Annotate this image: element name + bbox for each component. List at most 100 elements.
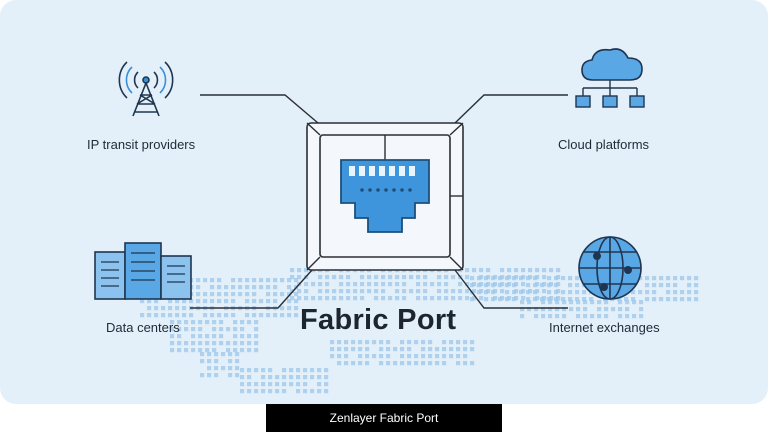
map-dot: [168, 313, 173, 318]
map-dot: [505, 290, 510, 295]
map-dot: [254, 327, 259, 332]
map-dot: [430, 282, 435, 287]
map-dot: [294, 278, 299, 283]
map-dot: [374, 296, 379, 301]
map-dot: [423, 282, 428, 287]
map-dot: [435, 347, 440, 352]
map-dot: [304, 268, 309, 273]
map-dot: [147, 313, 152, 318]
map-dot: [217, 278, 222, 283]
map-dot: [337, 347, 342, 352]
map-dot: [680, 297, 685, 302]
map-dot: [402, 289, 407, 294]
connector-ip-transit: [200, 94, 319, 124]
map-dot: [228, 359, 233, 364]
connector-cloud: [454, 94, 568, 124]
map-dot: [191, 320, 196, 325]
map-dot: [451, 275, 456, 280]
map-dot: [247, 389, 252, 394]
map-dot: [542, 268, 547, 273]
map-dot: [521, 296, 526, 301]
map-dot: [486, 268, 491, 273]
map-dot: [273, 313, 278, 318]
map-dot: [526, 276, 531, 281]
map-dot: [310, 389, 315, 394]
map-dot: [182, 306, 187, 311]
map-dot: [273, 278, 278, 283]
map-dot: [520, 314, 525, 319]
map-dot: [247, 368, 252, 373]
map-dot: [430, 296, 435, 301]
node-label-cloud: Cloud platforms: [558, 137, 650, 152]
map-dot: [324, 368, 329, 373]
map-dot: [673, 276, 678, 281]
map-dot: [294, 313, 299, 318]
map-dot: [358, 361, 363, 366]
map-dot: [294, 292, 299, 297]
map-dot: [465, 282, 470, 287]
map-dot: [245, 285, 250, 290]
map-dot: [631, 297, 636, 302]
map-dot: [458, 289, 463, 294]
map-dot: [252, 292, 257, 297]
antenna-tower-icon: [118, 61, 174, 117]
map-dot: [205, 341, 210, 346]
map-dot: [196, 278, 201, 283]
map-dot: [561, 290, 566, 295]
map-dot: [207, 359, 212, 364]
map-dot: [381, 289, 386, 294]
map-dot: [618, 314, 623, 319]
map-dot: [666, 276, 671, 281]
map-dot: [296, 375, 301, 380]
map-dot: [625, 314, 630, 319]
map-dot: [428, 354, 433, 359]
map-dot: [526, 297, 531, 302]
map-dot: [568, 290, 573, 295]
map-dot: [266, 299, 271, 304]
map-dot: [379, 361, 384, 366]
map-dot: [367, 275, 372, 280]
map-dot: [303, 375, 308, 380]
map-dot: [318, 275, 323, 280]
map-dot: [449, 347, 454, 352]
map-dot: [520, 307, 525, 312]
map-dot: [597, 307, 602, 312]
map-dot: [395, 296, 400, 301]
map-dot: [463, 354, 468, 359]
map-dot: [416, 275, 421, 280]
map-dot: [205, 348, 210, 353]
map-dot: [261, 368, 266, 373]
map-dot: [210, 313, 215, 318]
map-dot: [541, 307, 546, 312]
map-dot: [210, 292, 215, 297]
map-dot: [365, 354, 370, 359]
map-dot: [184, 341, 189, 346]
map-dot: [290, 275, 295, 280]
map-dot: [428, 347, 433, 352]
map-dot: [324, 382, 329, 387]
map-dot: [542, 275, 547, 280]
map-dot: [224, 292, 229, 297]
map-dot: [365, 340, 370, 345]
map-dot: [407, 354, 412, 359]
map-dot: [252, 299, 257, 304]
map-dot: [556, 268, 561, 273]
map-dot: [645, 276, 650, 281]
map-dot: [254, 334, 259, 339]
map-dot: [231, 299, 236, 304]
map-dot: [414, 361, 419, 366]
map-dot: [381, 296, 386, 301]
map-dot: [365, 361, 370, 366]
map-dot: [386, 361, 391, 366]
map-dot: [259, 299, 264, 304]
map-dot: [245, 292, 250, 297]
map-dot: [297, 296, 302, 301]
map-dot: [189, 299, 194, 304]
map-dot: [484, 290, 489, 295]
map-dot: [268, 375, 273, 380]
map-dot: [196, 285, 201, 290]
map-dot: [437, 296, 442, 301]
map-dot: [226, 341, 231, 346]
map-dot: [386, 340, 391, 345]
map-dot: [168, 306, 173, 311]
